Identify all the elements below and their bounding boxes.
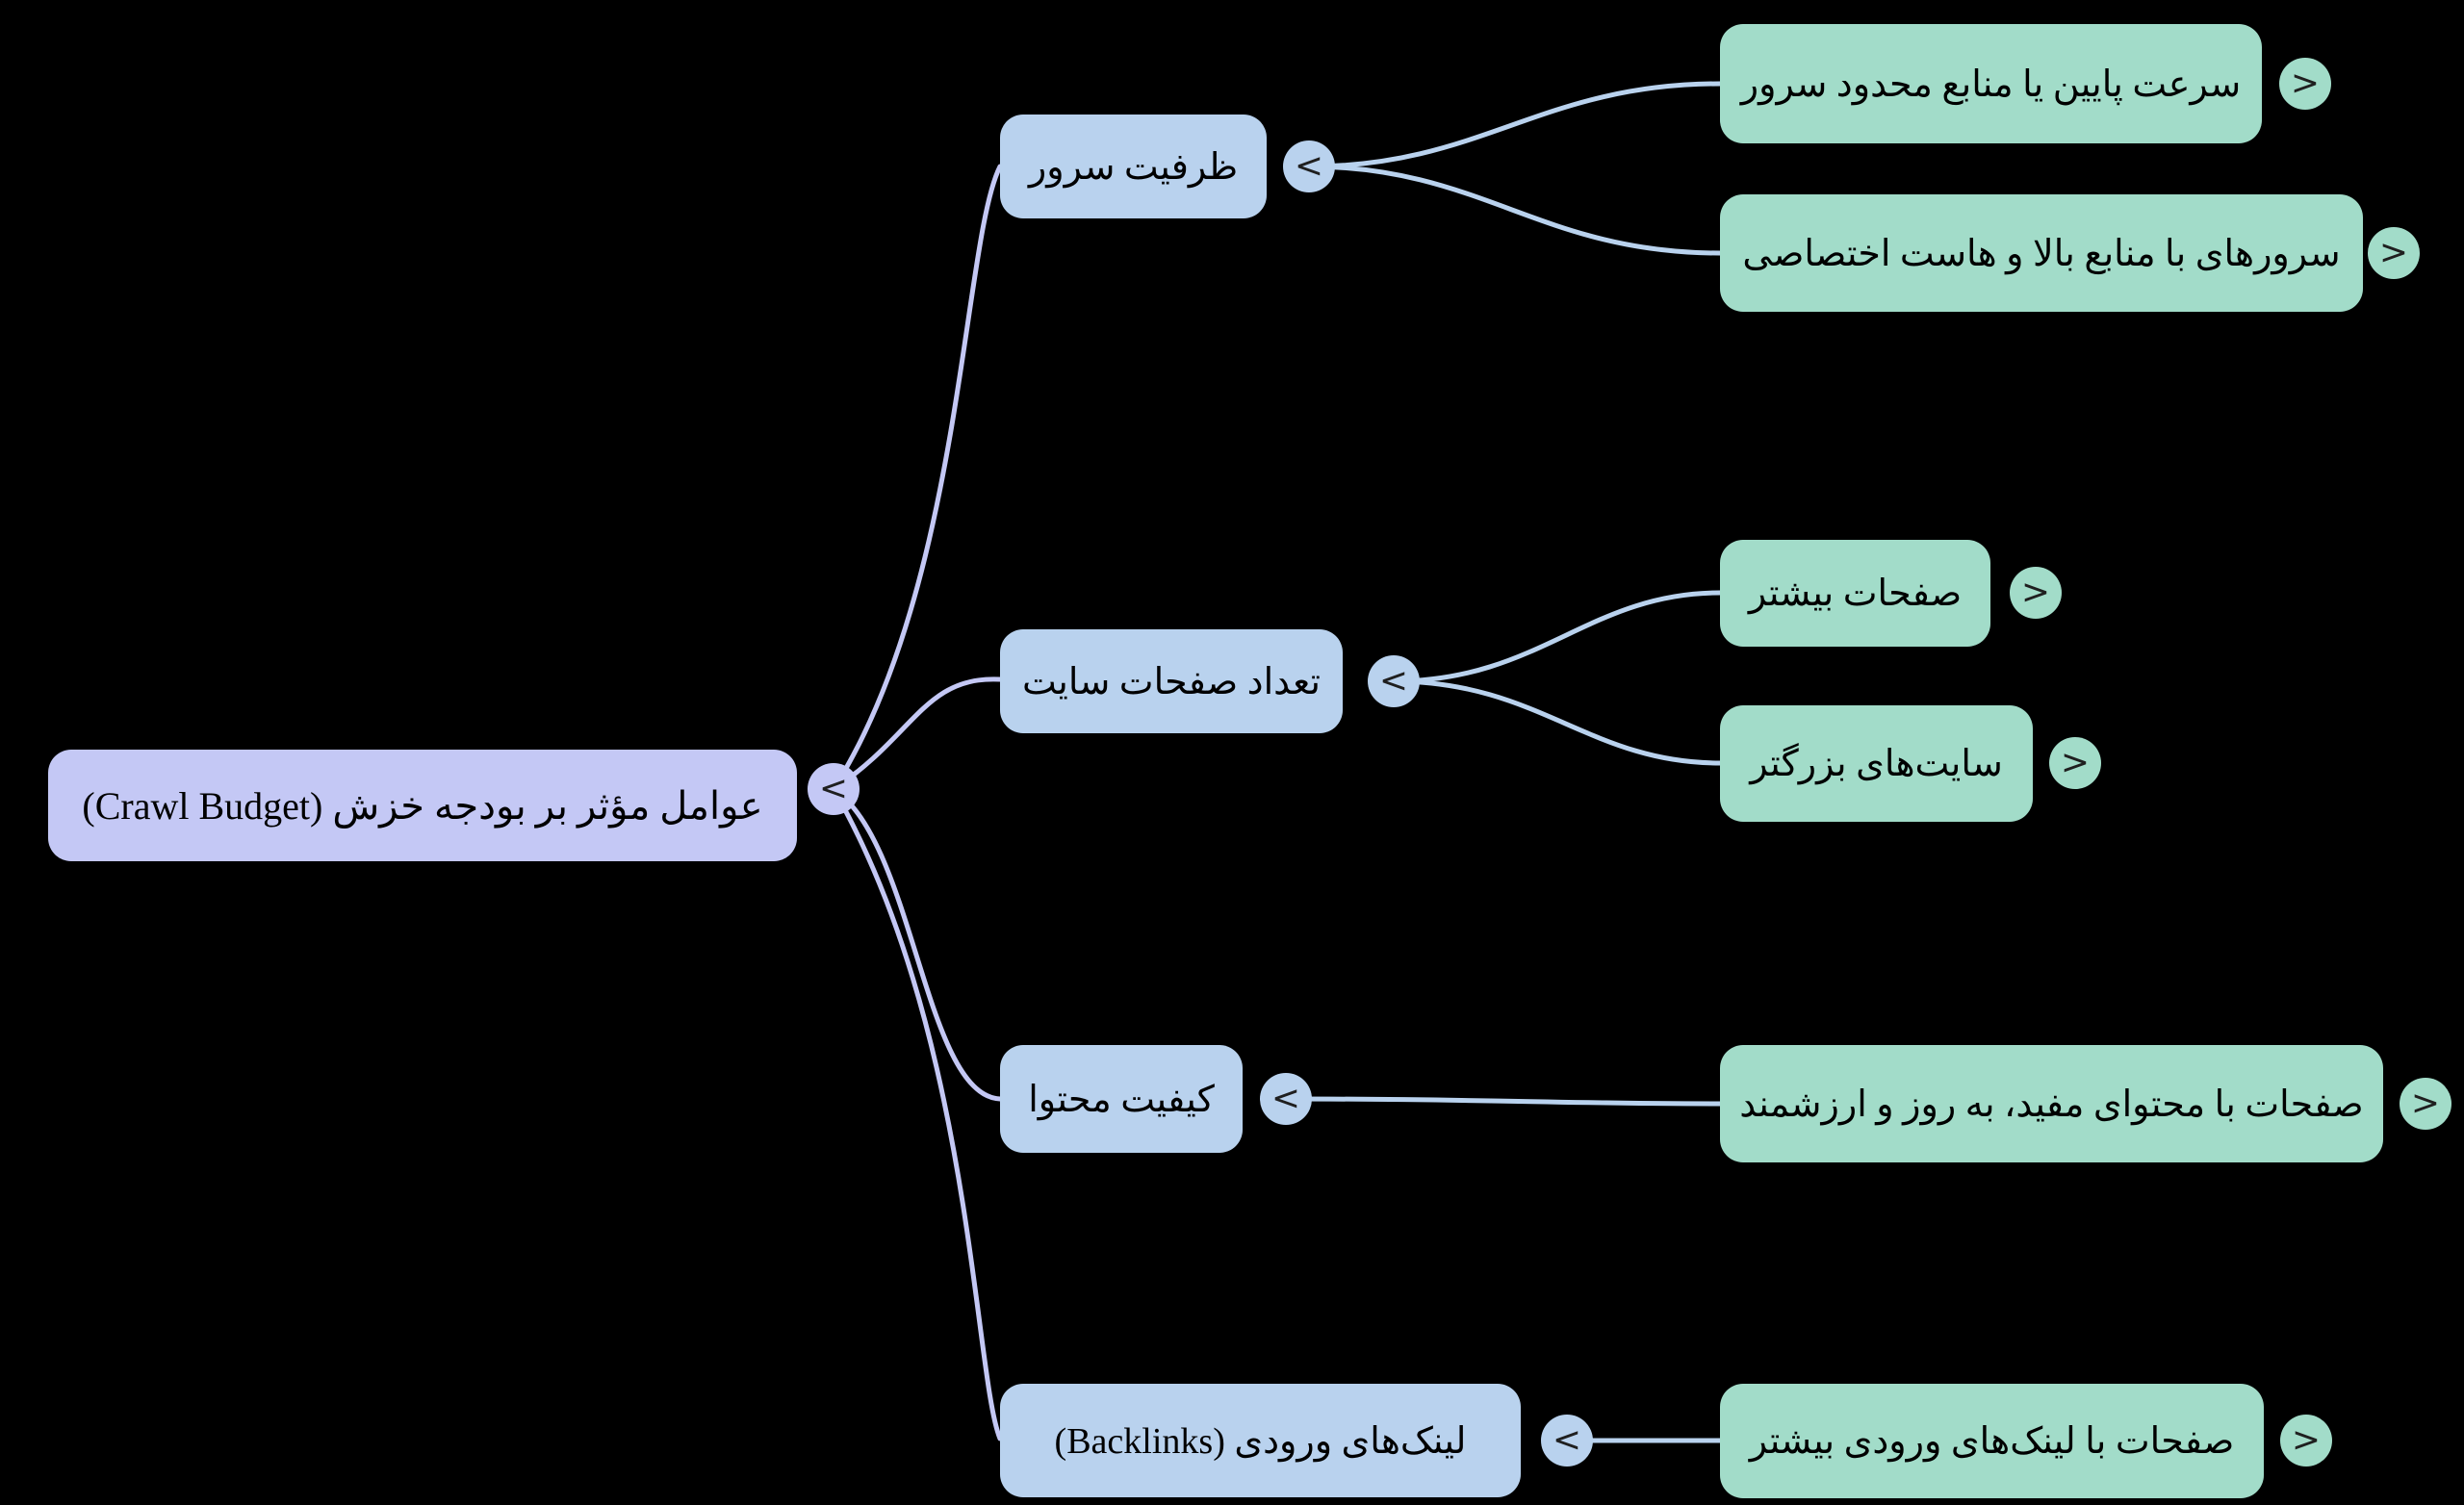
node-bigger-sites-label: سایت‌های بزرگتر <box>1750 744 2003 784</box>
chevron-left-icon: < <box>1270 1079 1301 1118</box>
edge-root-to-content-quality <box>831 786 1003 1102</box>
chevron-right-icon: > <box>2290 64 2321 103</box>
node-pages-more-backlinks-label: صفحات با لینک‌های ورودی بیشتر <box>1749 1421 2235 1462</box>
node-content-quality[interactable]: کیفیت محتوا <box>1000 1045 1243 1153</box>
node-backlinks[interactable]: لینک‌های ورودی (Backlinks) <box>1000 1384 1521 1497</box>
edge-page-count-to-bigger-sites <box>1391 678 1723 766</box>
node-low-speed-limited-resources[interactable]: سرعت پایین یا منابع محدود سرور <box>1720 24 2262 143</box>
node-low-speed-limited-resources-label: سرعت پایین یا منابع محدود سرور <box>1740 64 2242 105</box>
toggle-content-quality[interactable]: < <box>1260 1073 1312 1125</box>
toggle-more-pages[interactable]: > <box>2010 567 2062 619</box>
node-bigger-sites[interactable]: سایت‌های بزرگتر <box>1720 705 2033 822</box>
node-valuable-fresh-content[interactable]: صفحات با محتوای مفید، به روز و ارزشمند <box>1720 1045 2383 1162</box>
node-high-resource-dedicated-host[interactable]: سرورهای با منابع بالا و هاست اختصاصی <box>1720 194 2363 312</box>
node-more-pages-label: صفحات بیشتر <box>1748 574 1963 614</box>
node-page-count[interactable]: تعداد صفحات سایت <box>1000 629 1343 733</box>
edge-root-to-page-count <box>831 676 1003 792</box>
node-root-label: عوامل مؤثر بر بودجه خزش (Crawl Budget) <box>82 783 763 828</box>
edge-server-capacity-to-low-speed <box>1306 81 1723 169</box>
node-valuable-fresh-content-label: صفحات با محتوای مفید، به روز و ارزشمند <box>1739 1084 2364 1125</box>
chevron-right-icon: > <box>2410 1084 2441 1123</box>
chevron-left-icon: < <box>1378 661 1409 701</box>
node-server-capacity[interactable]: ظرفیت سرور <box>1000 115 1267 218</box>
node-root[interactable]: عوامل مؤثر بر بودجه خزش (Crawl Budget) <box>48 750 797 861</box>
chevron-right-icon: > <box>2060 743 2091 782</box>
node-backlinks-label: لینک‌های ورودی (Backlinks) <box>1054 1420 1467 1462</box>
toggle-server-capacity[interactable]: < <box>1283 140 1335 192</box>
toggle-low-speed-limited-resources[interactable]: > <box>2279 58 2331 110</box>
edge-server-capacity-to-high-resources <box>1306 164 1723 256</box>
toggle-bigger-sites[interactable]: > <box>2049 737 2101 789</box>
chevron-right-icon: > <box>2020 573 2051 612</box>
chevron-left-icon: < <box>1294 146 1324 186</box>
toggle-valuable-fresh-content[interactable]: > <box>2400 1078 2451 1130</box>
node-pages-more-backlinks[interactable]: صفحات با لینک‌های ورودی بیشتر <box>1720 1384 2264 1498</box>
node-more-pages[interactable]: صفحات بیشتر <box>1720 540 1990 647</box>
toggle-high-resource-dedicated-host[interactable]: > <box>2368 227 2420 279</box>
node-content-quality-label: کیفیت محتوا <box>1028 1079 1215 1120</box>
edge-root-to-server-capacity <box>831 164 1003 792</box>
toggle-page-count[interactable]: < <box>1368 655 1420 707</box>
chevron-left-icon: < <box>1552 1420 1582 1460</box>
node-page-count-label: تعداد صفحات سایت <box>1021 661 1321 702</box>
chevron-left-icon: < <box>818 769 849 808</box>
toggle-pages-more-backlinks[interactable]: > <box>2280 1415 2332 1467</box>
node-high-resource-dedicated-host-label: سرورهای با منابع بالا و هاست اختصاصی <box>1742 233 2341 274</box>
edge-content-quality-to-valuable-content <box>1283 1096 1723 1107</box>
chevron-right-icon: > <box>2291 1420 2322 1460</box>
chevron-right-icon: > <box>2378 233 2409 272</box>
toggle-root[interactable]: < <box>808 763 860 815</box>
edge-root-to-backlinks <box>831 786 1003 1441</box>
node-server-capacity-label: ظرفیت سرور <box>1028 146 1239 188</box>
edge-page-count-to-more-pages <box>1391 590 1723 684</box>
toggle-backlinks[interactable]: < <box>1541 1415 1593 1467</box>
